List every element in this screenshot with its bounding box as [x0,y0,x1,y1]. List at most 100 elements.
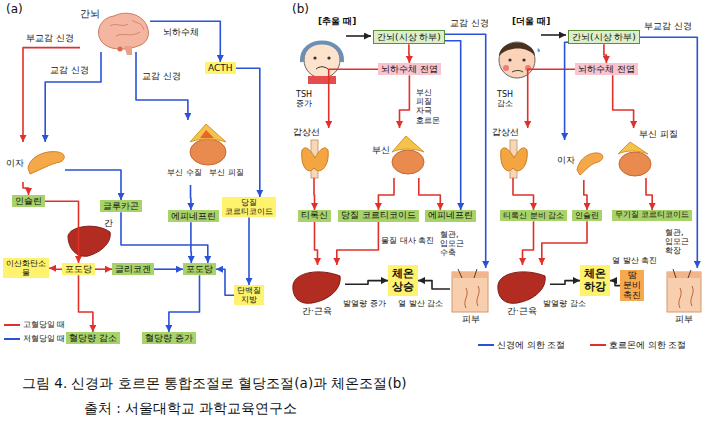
connector-arrow [400,75,410,128]
molecule-box: 포도당 [62,263,95,275]
node-text: 피부 [675,315,693,325]
eye [508,58,511,61]
legend-line [478,341,494,349]
result-box: 체온 상승 [388,265,418,296]
connector-arrow [236,68,260,197]
effect-label: 발열량 감소 [543,299,586,308]
adrenal-shape [392,136,424,152]
node-text: 땀 분비 촉진 [623,271,641,300]
node-text: 글리코겐 [115,264,151,274]
pituitary-dot [118,47,123,52]
node-text: 이자 [557,156,575,166]
node-text: 간·근육 [302,307,332,317]
hormone-box: 글루카곤 [100,200,142,212]
brain-stem [124,46,132,55]
thyroid-shape [302,148,329,171]
node-text: 갑상선 [293,128,320,138]
thyroid-figure: 갑상선 [293,128,335,178]
legend-text: 호르몬에 의한 조절 [609,340,686,350]
connector-arrow [584,180,587,210]
nerve-label: 부교감 신경 [26,34,74,44]
sweat-gland [679,286,693,308]
legend-line-sample [4,324,20,326]
connector-arrow [45,201,79,263]
hormone-box: 에피네프린 [425,210,476,222]
molecule-box: 글리코겐 [112,263,154,275]
legend-line-sample [590,344,606,346]
connector-arrow [345,281,388,285]
pancreas-illustration [577,153,603,175]
legend-line [4,335,20,343]
mouth [316,67,328,69]
hormone-box: 무기질 코르티코이드 [612,210,692,221]
connector-arrow [528,69,575,128]
hood-shape [302,43,342,63]
thyroid-shape [501,148,528,171]
thyroid-illustration [302,140,329,178]
connector-arrow [640,37,697,268]
skin-illustration [452,269,488,312]
legend-line [590,341,606,349]
connector-arrow [329,69,378,128]
pancreas-figure: 이자 [555,140,603,180]
connector-arrow [445,41,461,210]
node-text: 당질 코르티코이드 [225,198,273,216]
result-box: 혈당량 증가 [142,332,196,344]
hair [499,43,535,57]
skin-block [452,272,488,312]
connector-arrow [45,52,101,142]
node-text: 단백질 지방 [237,286,261,304]
adrenal-medulla-shape [200,130,214,138]
molecule-box: 포도당 [183,263,216,275]
organ-label: 뇌하수체 [163,28,199,38]
connector-arrow [513,178,534,210]
liver-shape [293,272,340,303]
liver-figure: 간·근육 [290,265,345,320]
stimulus-arrow [346,35,371,37]
liver-illustration [293,272,340,303]
adrenal-shape [618,142,648,154]
legend-line-sample [4,338,20,340]
kidney-shape [392,150,424,174]
hormone-box: 티록신 [298,210,331,222]
panel-label: (b) [292,3,309,17]
kidney-shape [190,139,226,165]
kidney-shape [619,152,651,176]
node-text: 인슐린 [15,196,42,206]
node-text: 포도당 [65,264,92,274]
connector-arrow [408,44,410,63]
thyroid-illustration [501,140,528,178]
effect-label: 열 발산 감소 [398,299,443,308]
eye [327,56,330,59]
liver-figure: 간·근육 [495,265,550,320]
node-text: 에피네프린 [428,211,473,221]
adrenal-figure: 부신 수질부신 피질 [165,120,250,185]
molecule-box: 단백질 지방 [234,285,264,305]
connector-arrow [49,268,62,269]
pancreas-illustration [28,152,64,174]
hormone-box: 당질 코르티코이드 [338,210,419,222]
nerve-label: 부교감 신경 [644,22,692,32]
effect-label: 혈관, 입모근 확장 [665,228,689,256]
effect-label: 열 발산 촉진 [612,256,657,265]
pancreas-figure: 이자 [5,142,65,182]
eye [313,56,316,59]
adrenal-cortex-shape [190,124,226,142]
connector-arrow [418,281,450,289]
node-text: 부신 [372,146,390,156]
connector-arrow [169,275,200,332]
node-text: 이자 [6,158,24,168]
skin-surface [667,272,701,278]
adrenal-illustration [190,124,226,165]
legend-item: 저혈당일 때 [4,334,65,343]
connector-arrow [565,42,568,140]
skin-illustration [667,269,701,312]
node-text: 뇌하수체 전엽 [381,64,438,74]
adrenal-figure: 부신 [372,128,427,178]
node-text: 혈당량 증가 [145,333,193,343]
hormone-label: 부신 피질 자극 호르몬 [416,88,440,125]
legend-text: 저혈당일 때 [23,334,65,343]
skin-block [667,272,701,312]
connector-arrow [313,178,315,210]
